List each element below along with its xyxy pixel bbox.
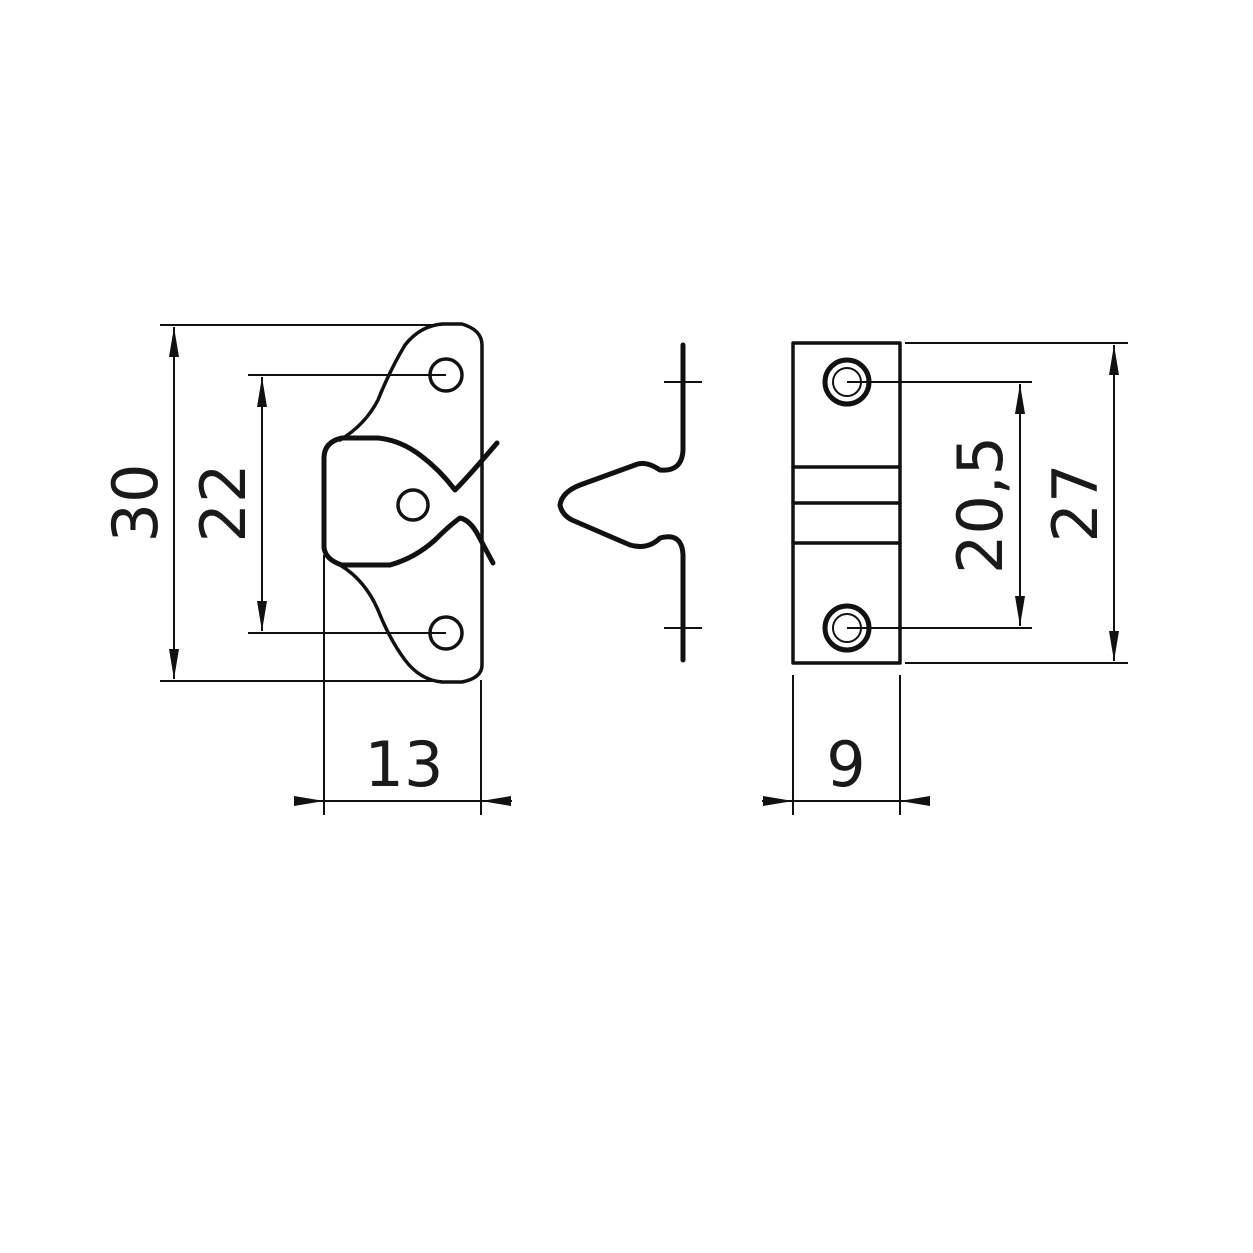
dimension-lines [160, 324, 1128, 815]
dim-27-arrow-top [1109, 345, 1119, 375]
side-view [557, 342, 702, 663]
front-center-hole [396, 488, 430, 522]
dim-13-arrow-right [481, 796, 511, 806]
dimension-labels: 30 22 13 20,5 27 9 [99, 436, 1112, 801]
front-view [321, 322, 500, 684]
side-spring-profile [557, 342, 686, 663]
dim-9-arrow-left [763, 796, 793, 806]
dim-9-label: 9 [826, 728, 865, 801]
front-plate-outline [338, 322, 484, 684]
dim-30-arrow-top [169, 327, 179, 357]
dim-205-arrow-top [1015, 384, 1025, 414]
dim-27-arrow-bottom [1109, 631, 1119, 661]
rear-view [791, 341, 902, 665]
dim-9-arrow-right [900, 796, 930, 806]
dim-205-label: 20,5 [944, 436, 1017, 574]
dim-22-arrow-top [257, 377, 267, 407]
dim-22-label: 22 [187, 464, 260, 543]
dim-30-arrow-bottom [169, 649, 179, 679]
dim-13-arrow-left [294, 796, 324, 806]
dim-205-arrow-bottom [1015, 596, 1025, 626]
dim-27-label: 27 [1039, 464, 1112, 543]
dim-13-label: 13 [365, 728, 444, 801]
dim-30-label: 30 [99, 464, 172, 543]
dim-22-arrow-bottom [257, 601, 267, 631]
front-spring-clip [321, 435, 500, 568]
